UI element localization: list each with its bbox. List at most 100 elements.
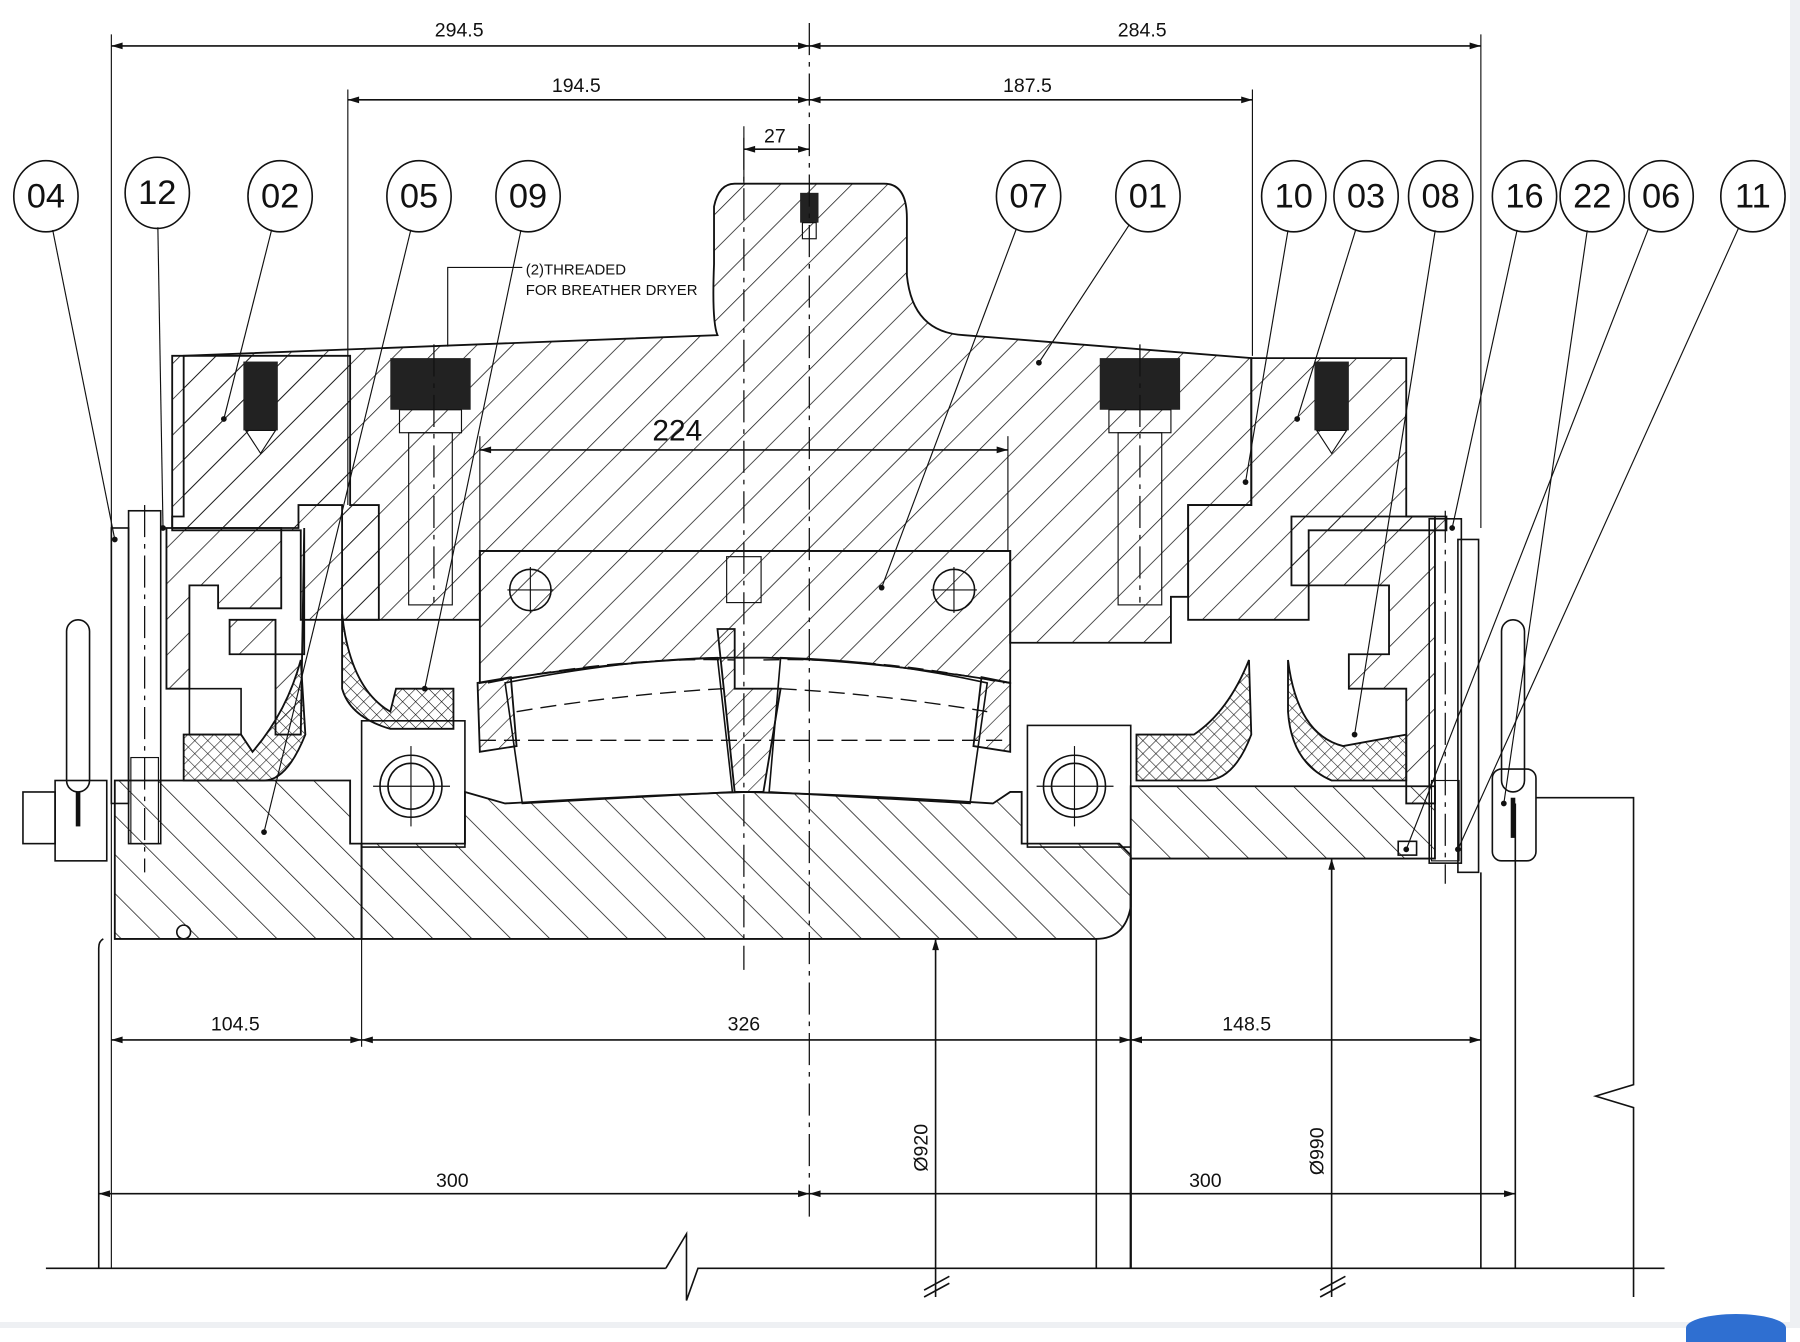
dim-104-5: 104.5 bbox=[211, 1014, 260, 1036]
seal-lip-right bbox=[1135, 659, 1408, 782]
balloon-leader bbox=[1405, 228, 1650, 850]
leader-dot bbox=[1242, 479, 1249, 485]
balloon-circle bbox=[1115, 159, 1181, 233]
balloon-leader bbox=[1503, 230, 1588, 804]
dim-dia-990: Ø990 bbox=[1307, 1127, 1329, 1175]
balloon-leader bbox=[1296, 229, 1357, 420]
dimension-labels: 294.5 284.5 194.5 187.5 27 224 104.5 326… bbox=[211, 20, 1329, 1192]
dim-294-5: 294.5 bbox=[435, 20, 484, 42]
balloon-22: 22 bbox=[1500, 159, 1626, 807]
balloon-06: 06 bbox=[1403, 159, 1695, 853]
balloon-12: 12 bbox=[124, 156, 191, 531]
bearing-outer-ring-part-07 bbox=[478, 550, 1012, 685]
balloon-leader bbox=[1244, 230, 1289, 483]
balloon-leader bbox=[881, 228, 1018, 588]
locknut-right bbox=[1026, 724, 1132, 848]
leader-dot bbox=[1500, 800, 1507, 807]
balloon-leader bbox=[1457, 227, 1740, 850]
balloon-label: 10 bbox=[1275, 177, 1313, 215]
leader-dot bbox=[878, 584, 885, 591]
window-bottom-edge bbox=[0, 1322, 1800, 1328]
balloon-label: 04 bbox=[27, 177, 65, 215]
balloon-circle bbox=[124, 156, 191, 230]
balloon-circle bbox=[495, 159, 562, 233]
locknut-left bbox=[360, 720, 466, 848]
balloon-08: 08 bbox=[1351, 159, 1474, 738]
balloon-leader bbox=[52, 229, 116, 540]
balloon-circle bbox=[1333, 159, 1400, 233]
dim-326: 326 bbox=[728, 1014, 761, 1036]
leader-dot bbox=[1036, 359, 1042, 366]
balloon-04: 04 bbox=[12, 159, 118, 543]
balloon-label: 03 bbox=[1347, 177, 1385, 215]
balloon-circle bbox=[386, 159, 452, 233]
floating-assistant-button[interactable] bbox=[1686, 1314, 1786, 1342]
dim-300-left: 300 bbox=[436, 1170, 469, 1192]
balloon-circle bbox=[1719, 159, 1786, 233]
balloon-label: 02 bbox=[261, 177, 299, 215]
leader-dot bbox=[220, 416, 227, 422]
part-balloons: 04 12 02 05 09 07 01 10 03 08 16 22 06 11 bbox=[12, 156, 1786, 853]
leader-dot bbox=[1403, 846, 1410, 853]
balloon-03: 03 bbox=[1294, 159, 1400, 422]
balloon-leader bbox=[157, 227, 164, 528]
dim-148-5: 148.5 bbox=[1222, 1014, 1271, 1036]
balloon-label: 22 bbox=[1573, 177, 1611, 215]
balloon-label: 05 bbox=[400, 177, 438, 215]
housing-part-01 bbox=[171, 182, 1253, 644]
leader-dot bbox=[1351, 731, 1358, 738]
leader-dot bbox=[261, 829, 267, 836]
balloon-label: 09 bbox=[509, 177, 547, 215]
breather-note-line-2: FOR BREATHER DRYER bbox=[526, 282, 698, 299]
breather-note-line-1: (2)THREADED bbox=[526, 261, 626, 278]
balloon-label: 11 bbox=[1735, 177, 1771, 215]
balloon-10: 10 bbox=[1242, 159, 1327, 485]
balloon-11: 11 bbox=[1455, 159, 1786, 853]
leader-dot bbox=[1455, 846, 1461, 853]
seal-carrier-left bbox=[165, 527, 306, 736]
balloon-leader bbox=[263, 229, 412, 833]
dim-187-5: 187.5 bbox=[1003, 75, 1052, 97]
balloon-circle bbox=[1407, 159, 1474, 233]
shaft-outline bbox=[45, 796, 1665, 1301]
dim-284-5: 284.5 bbox=[1118, 20, 1167, 42]
leader-dot bbox=[111, 536, 118, 543]
balloon-label: 06 bbox=[1642, 177, 1680, 215]
dim-300-right: 300 bbox=[1189, 1170, 1222, 1192]
leader-dot bbox=[160, 525, 166, 531]
seal-lip-left bbox=[182, 659, 307, 782]
balloon-16: 16 bbox=[1449, 159, 1558, 531]
balloon-leader bbox=[424, 229, 522, 689]
balloon-circle bbox=[995, 159, 1062, 233]
window-edge bbox=[1790, 0, 1800, 1328]
balloon-circle bbox=[1628, 159, 1695, 233]
balloon-label: 08 bbox=[1422, 177, 1460, 215]
balloon-label: 12 bbox=[138, 174, 176, 212]
leader-dot bbox=[1294, 416, 1301, 422]
balloon-circle bbox=[1260, 159, 1327, 233]
balloon-leader bbox=[1354, 230, 1436, 735]
balloon-01: 01 bbox=[1036, 159, 1181, 366]
lifting-handle-right bbox=[1491, 619, 1537, 862]
breather-port-left bbox=[390, 358, 471, 606]
dim-27: 27 bbox=[764, 125, 786, 147]
balloon-05: 05 bbox=[261, 159, 452, 836]
dimension-lines bbox=[98, 42, 1516, 1298]
breather-note-leader bbox=[447, 266, 523, 347]
balloon-label: 16 bbox=[1505, 177, 1543, 215]
balloon-09: 09 bbox=[421, 159, 562, 692]
seal-carrier-right bbox=[1290, 515, 1436, 805]
dim-224: 224 bbox=[652, 415, 702, 448]
balloon-circle bbox=[1491, 159, 1558, 233]
bolt-right-part-16 bbox=[1397, 510, 1480, 884]
balloon-leader bbox=[1038, 224, 1130, 364]
dim-dia-920: Ø920 bbox=[911, 1124, 933, 1172]
shaft-sleeve bbox=[113, 779, 1436, 940]
balloon-circle bbox=[12, 159, 79, 233]
balloon-circle bbox=[247, 159, 314, 233]
extension-lines bbox=[110, 34, 1482, 1269]
balloon-leader bbox=[223, 229, 273, 420]
balloon-07: 07 bbox=[878, 159, 1062, 591]
balloon-label: 01 bbox=[1129, 177, 1167, 215]
